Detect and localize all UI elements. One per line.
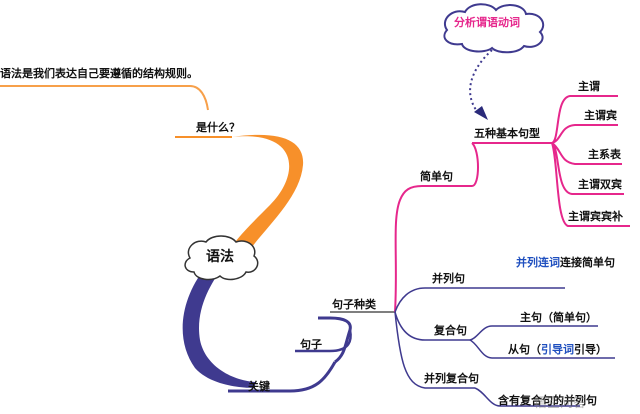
pattern-item: 主谓宾宾补 [568, 210, 623, 223]
sentence-label: 句子 [300, 338, 322, 351]
complex-sentence-label: 复合句 [434, 324, 467, 337]
conjunction-highlight: 并列连词 [516, 256, 560, 269]
definition-text: 语法是我们表达自己要遵循的结构规则。 [0, 67, 198, 80]
compound-complex-detail: 含有复合句的并列句 [498, 394, 597, 407]
five-to-simple [471, 142, 479, 187]
main-clause: 主句（简单句） [520, 311, 597, 324]
watermark: 悟空问答 [534, 396, 587, 411]
pattern-item: 主谓双宾 [578, 178, 622, 191]
compound-complex-child [474, 387, 580, 407]
simple-branch [394, 185, 472, 313]
sentence-types-label: 句子种类 [332, 298, 376, 311]
purple-branch [182, 268, 255, 388]
sub-clause: 从句（引导词引导） [508, 343, 607, 357]
introducer-highlight: 引导词 [541, 343, 574, 356]
simple-sentence-label: 简单句 [420, 170, 453, 183]
five-patterns-label: 五种基本句型 [474, 127, 540, 140]
compound-detail-suffix: 连接简单句 [560, 256, 615, 269]
center-cloud [184, 235, 259, 281]
compound-complex-branch [394, 311, 475, 389]
center-topic: 语法 [206, 249, 234, 265]
dotted-arrow-path [469, 49, 493, 116]
complex-branch [394, 311, 470, 341]
key-label: 关键 [248, 380, 270, 393]
compound-sentence-label: 并列句 [432, 272, 465, 285]
definition-underline [0, 85, 209, 111]
sub-clause-suffix: 引导） [574, 343, 607, 356]
key-underline [228, 361, 337, 393]
arrow-head [474, 106, 488, 120]
what-label: 是什么？ [196, 121, 240, 134]
pattern-branches [551, 95, 630, 227]
compound-complex-label: 并列复合句 [424, 372, 479, 385]
compound-branch [394, 287, 565, 313]
pattern-item: 主谓 [578, 80, 600, 93]
complex-children [469, 325, 615, 359]
sub-clause-prefix: 从句（ [508, 343, 541, 356]
pattern-item: 主系表 [588, 148, 621, 161]
pattern-item: 主谓宾 [584, 109, 617, 122]
orange-branch [228, 134, 304, 258]
cloud-note: 分析谓语动词 [454, 16, 520, 29]
compound-sentence-detail: 并列连词连接简单句 [516, 256, 615, 270]
cloud-shape [443, 3, 545, 54]
sentence-zigzag [318, 316, 352, 364]
